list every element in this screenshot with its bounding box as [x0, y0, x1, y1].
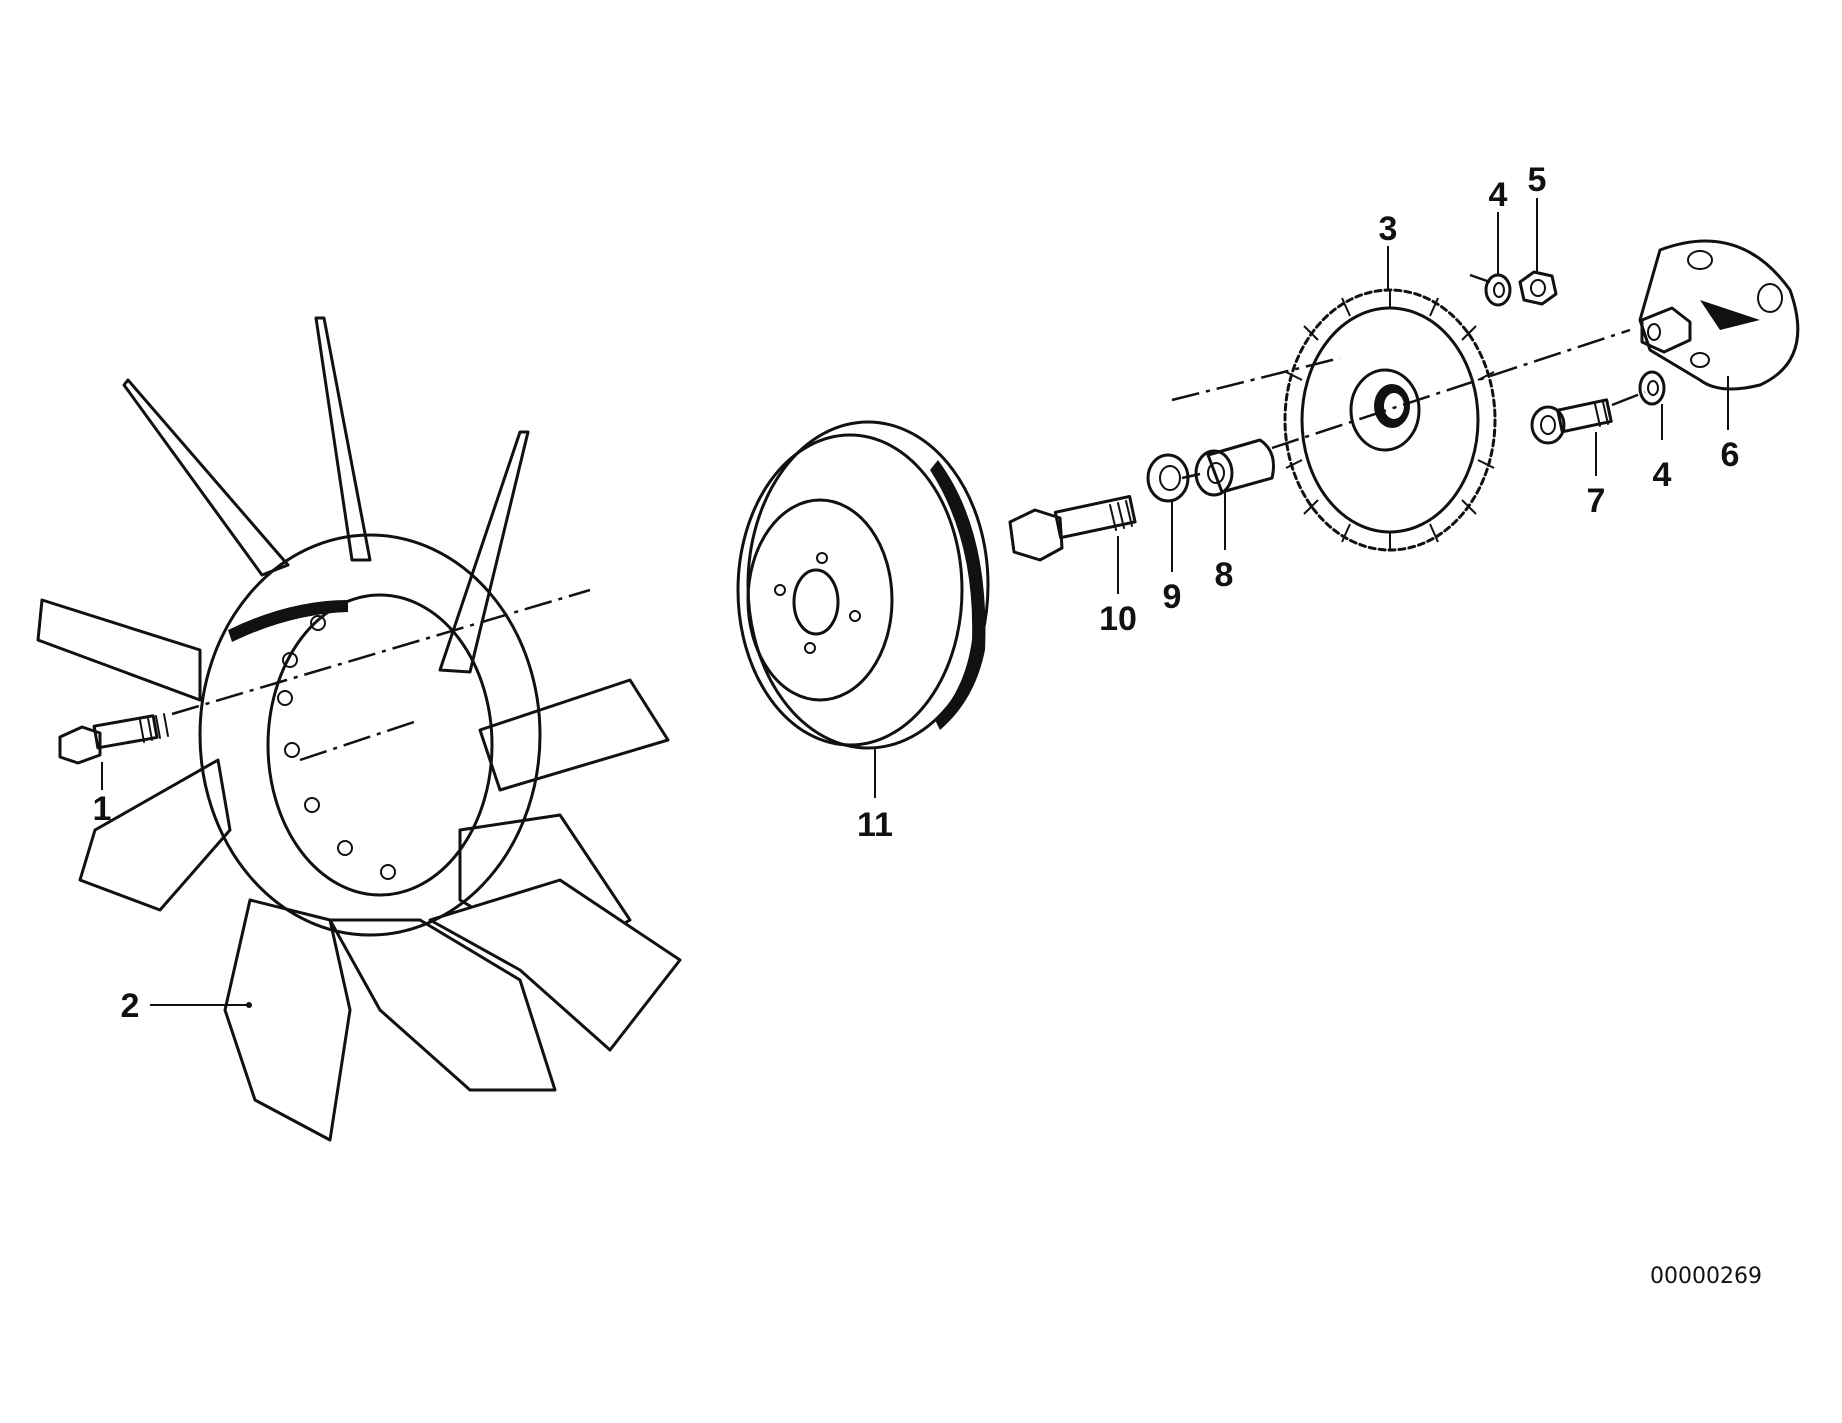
bushing [1194, 438, 1275, 497]
pulley-bolt [1008, 494, 1137, 562]
callout-1: 1 [93, 790, 112, 828]
callout-2: 2 [121, 987, 140, 1025]
fan-bolt [58, 713, 169, 765]
callout-7: 7 [1587, 482, 1606, 520]
callout-10: 10 [1099, 600, 1137, 638]
flange [1638, 239, 1800, 391]
callout-11: 11 [857, 806, 893, 844]
leader-lines [101, 198, 1729, 1006]
assembly-axes [171, 273, 1646, 762]
callout-5: 5 [1528, 161, 1547, 199]
lock-washer-bottom [1638, 370, 1666, 406]
washer [1146, 453, 1190, 503]
clutch-bolt [1530, 398, 1613, 445]
fan-blade-assembly [36, 316, 682, 1142]
lock-washer-top [1484, 273, 1512, 307]
callout-4-bottom: 4 [1653, 456, 1672, 494]
callout-9: 9 [1163, 578, 1182, 616]
pulley [736, 420, 990, 750]
callout-6: 6 [1721, 436, 1740, 474]
nut [1518, 270, 1558, 306]
callout-4-top: 4 [1489, 176, 1508, 214]
diagram-id-number: 00000269 [1650, 1264, 1762, 1289]
callout-8: 8 [1215, 556, 1234, 594]
fan-clutch [1283, 288, 1497, 552]
callout-labels: 1 2 3 4 5 6 7 4 8 9 10 11 [93, 161, 1740, 1025]
callout-3: 3 [1379, 210, 1398, 248]
